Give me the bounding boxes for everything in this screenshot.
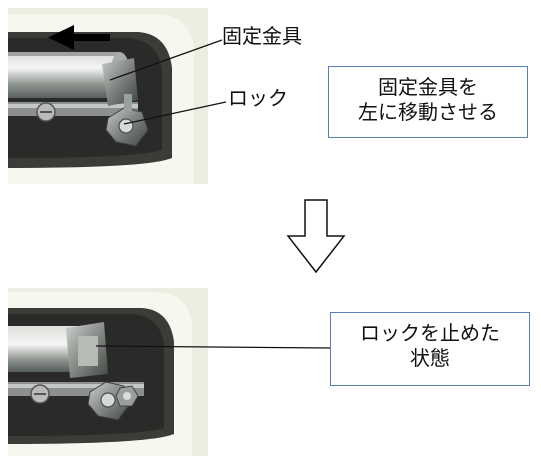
label-lock: ロック [228, 86, 288, 110]
photo-after [8, 288, 208, 456]
label-bracket: 固定金具 [222, 24, 302, 48]
left-arrow-icon [48, 25, 110, 50]
down-arrow-icon [286, 199, 346, 274]
callout-bottom-line-1: ロックを止めた [360, 321, 500, 345]
callout-move-bracket: 固定金具を 左に移動させる [328, 66, 528, 138]
callout-top-line-1: 固定金具を [378, 75, 478, 99]
callout-top-line-2: 左に移動させる [358, 100, 498, 124]
callout-locked-state: ロックを止めた 状態 [330, 312, 530, 386]
photo-before [8, 8, 208, 184]
callout-bottom-line-2: 状態 [410, 346, 450, 370]
